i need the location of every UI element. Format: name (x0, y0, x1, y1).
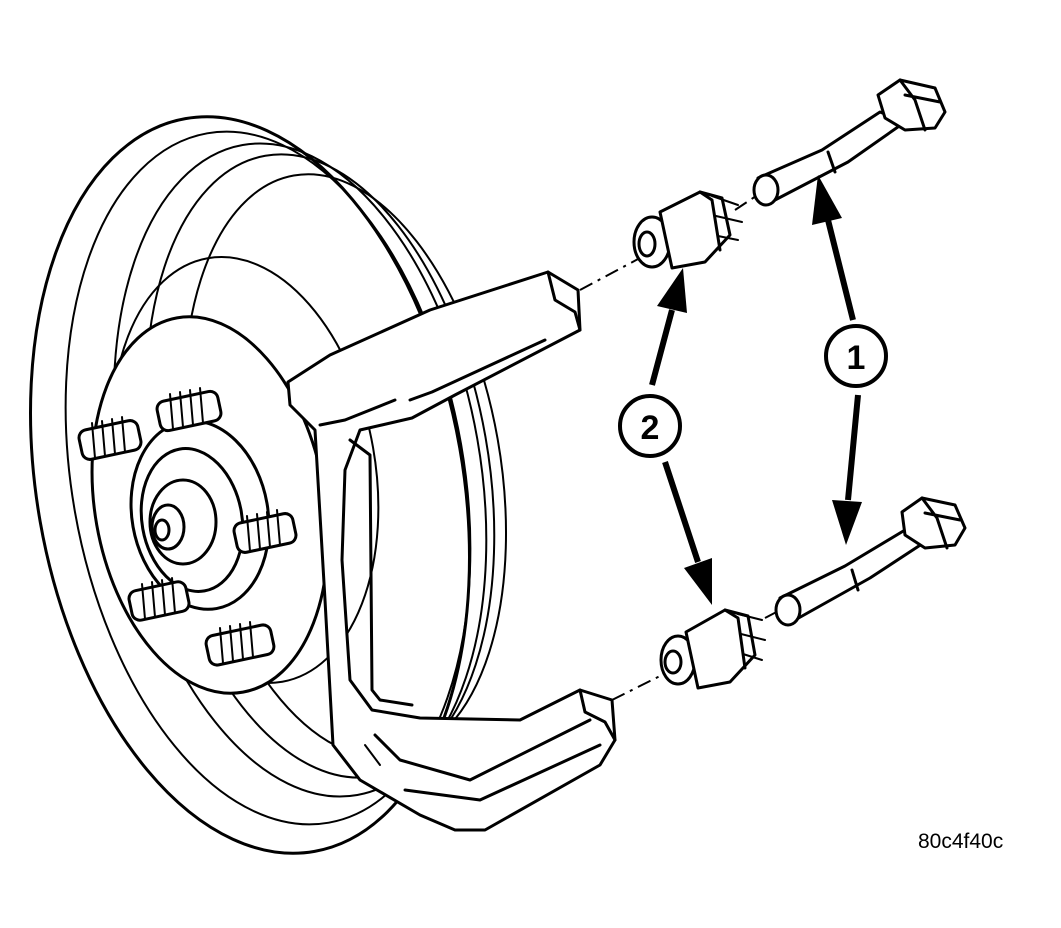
callout-2-leaders (649, 268, 712, 605)
lower-center-line (611, 604, 791, 701)
wheel-stud (155, 387, 223, 433)
upper-guide-pin (752, 78, 947, 207)
figure-id: 80c4f40c (918, 830, 1004, 853)
upper-bushing (632, 190, 743, 270)
caliper-adapter (286, 270, 617, 832)
callout-2-label: 2 (641, 409, 660, 447)
lower-bushing (659, 608, 766, 690)
wheel-stud (127, 577, 191, 622)
callout-1-label: 1 (847, 339, 866, 377)
wheel-stud (204, 621, 276, 667)
lower-guide-pin (774, 496, 967, 627)
callout-1: 1 (824, 324, 888, 388)
wheel-stud (77, 416, 143, 461)
callout-1-leaders (812, 175, 862, 545)
callout-2: 2 (618, 394, 682, 458)
wheel-stud (232, 509, 298, 554)
